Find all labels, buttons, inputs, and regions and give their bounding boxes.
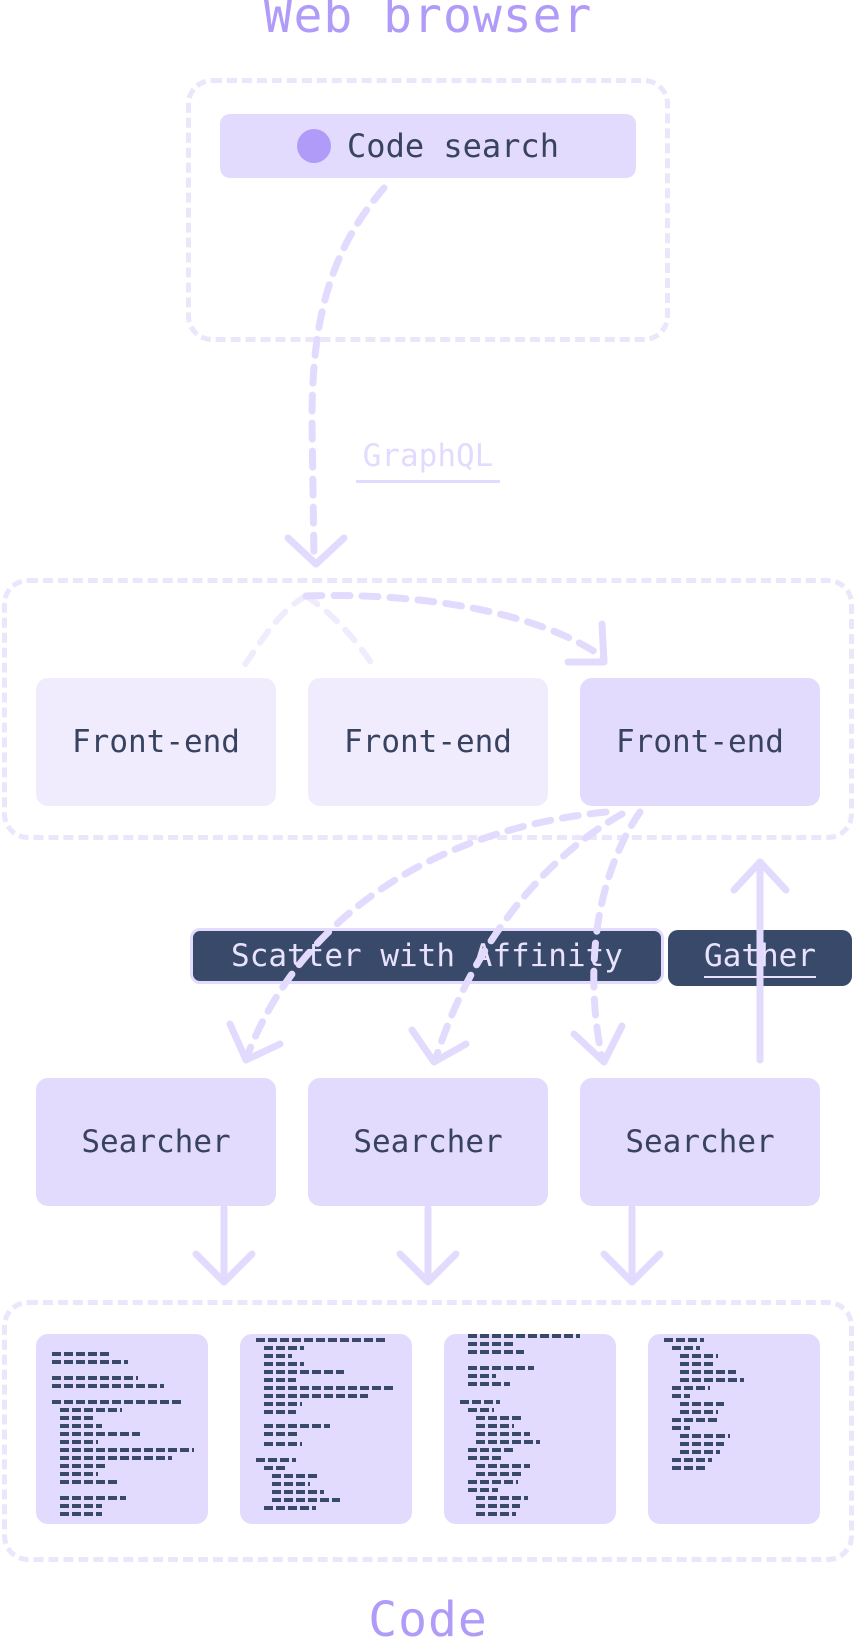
code-lines-icon (256, 1338, 396, 1510)
search-dot-icon (297, 129, 332, 163)
code-card-1 (36, 1334, 208, 1524)
scatter-arrowhead-3 (570, 1022, 626, 1066)
code-lines-icon (664, 1338, 744, 1470)
code-search-bar[interactable]: Code search (220, 114, 636, 178)
frontend-node-2[interactable]: Front-end (308, 678, 548, 806)
frontend-node-1[interactable]: Front-end (36, 678, 276, 806)
searcher-code-arrowhead-1 (192, 1250, 256, 1286)
searcher-node-1[interactable]: Searcher (36, 1078, 276, 1206)
scatter-arrowhead-1 (226, 1020, 284, 1064)
code-lines-icon (52, 1352, 194, 1516)
searcher-code-arrowhead-2 (396, 1250, 460, 1286)
searcher-node-2[interactable]: Searcher (308, 1078, 548, 1206)
graphql-arrowhead (284, 534, 348, 568)
searcher-code-arrowhead-3 (600, 1250, 664, 1286)
code-search-label: Code search (347, 127, 559, 165)
code-lines-icon (460, 1334, 580, 1516)
web-browser-title: Web browser (263, 0, 593, 44)
code-card-3 (444, 1334, 616, 1524)
scatter-with-affinity-label: Scatter with Affinity (190, 928, 664, 984)
graphql-label: GraphQL (356, 438, 500, 483)
gather-arrowhead (730, 858, 790, 894)
code-group (2, 1300, 854, 1562)
frontend-node-3[interactable]: Front-end (580, 678, 820, 806)
code-card-4 (648, 1334, 820, 1524)
scatter-arrowhead-2 (408, 1026, 470, 1066)
searcher-node-3[interactable]: Searcher (580, 1078, 820, 1206)
code-card-2 (240, 1334, 412, 1524)
browser-group (186, 78, 670, 342)
code-title: Code (368, 1592, 488, 1648)
gather-label: Gather (668, 930, 852, 986)
gather-label-text: Gather (704, 938, 816, 978)
